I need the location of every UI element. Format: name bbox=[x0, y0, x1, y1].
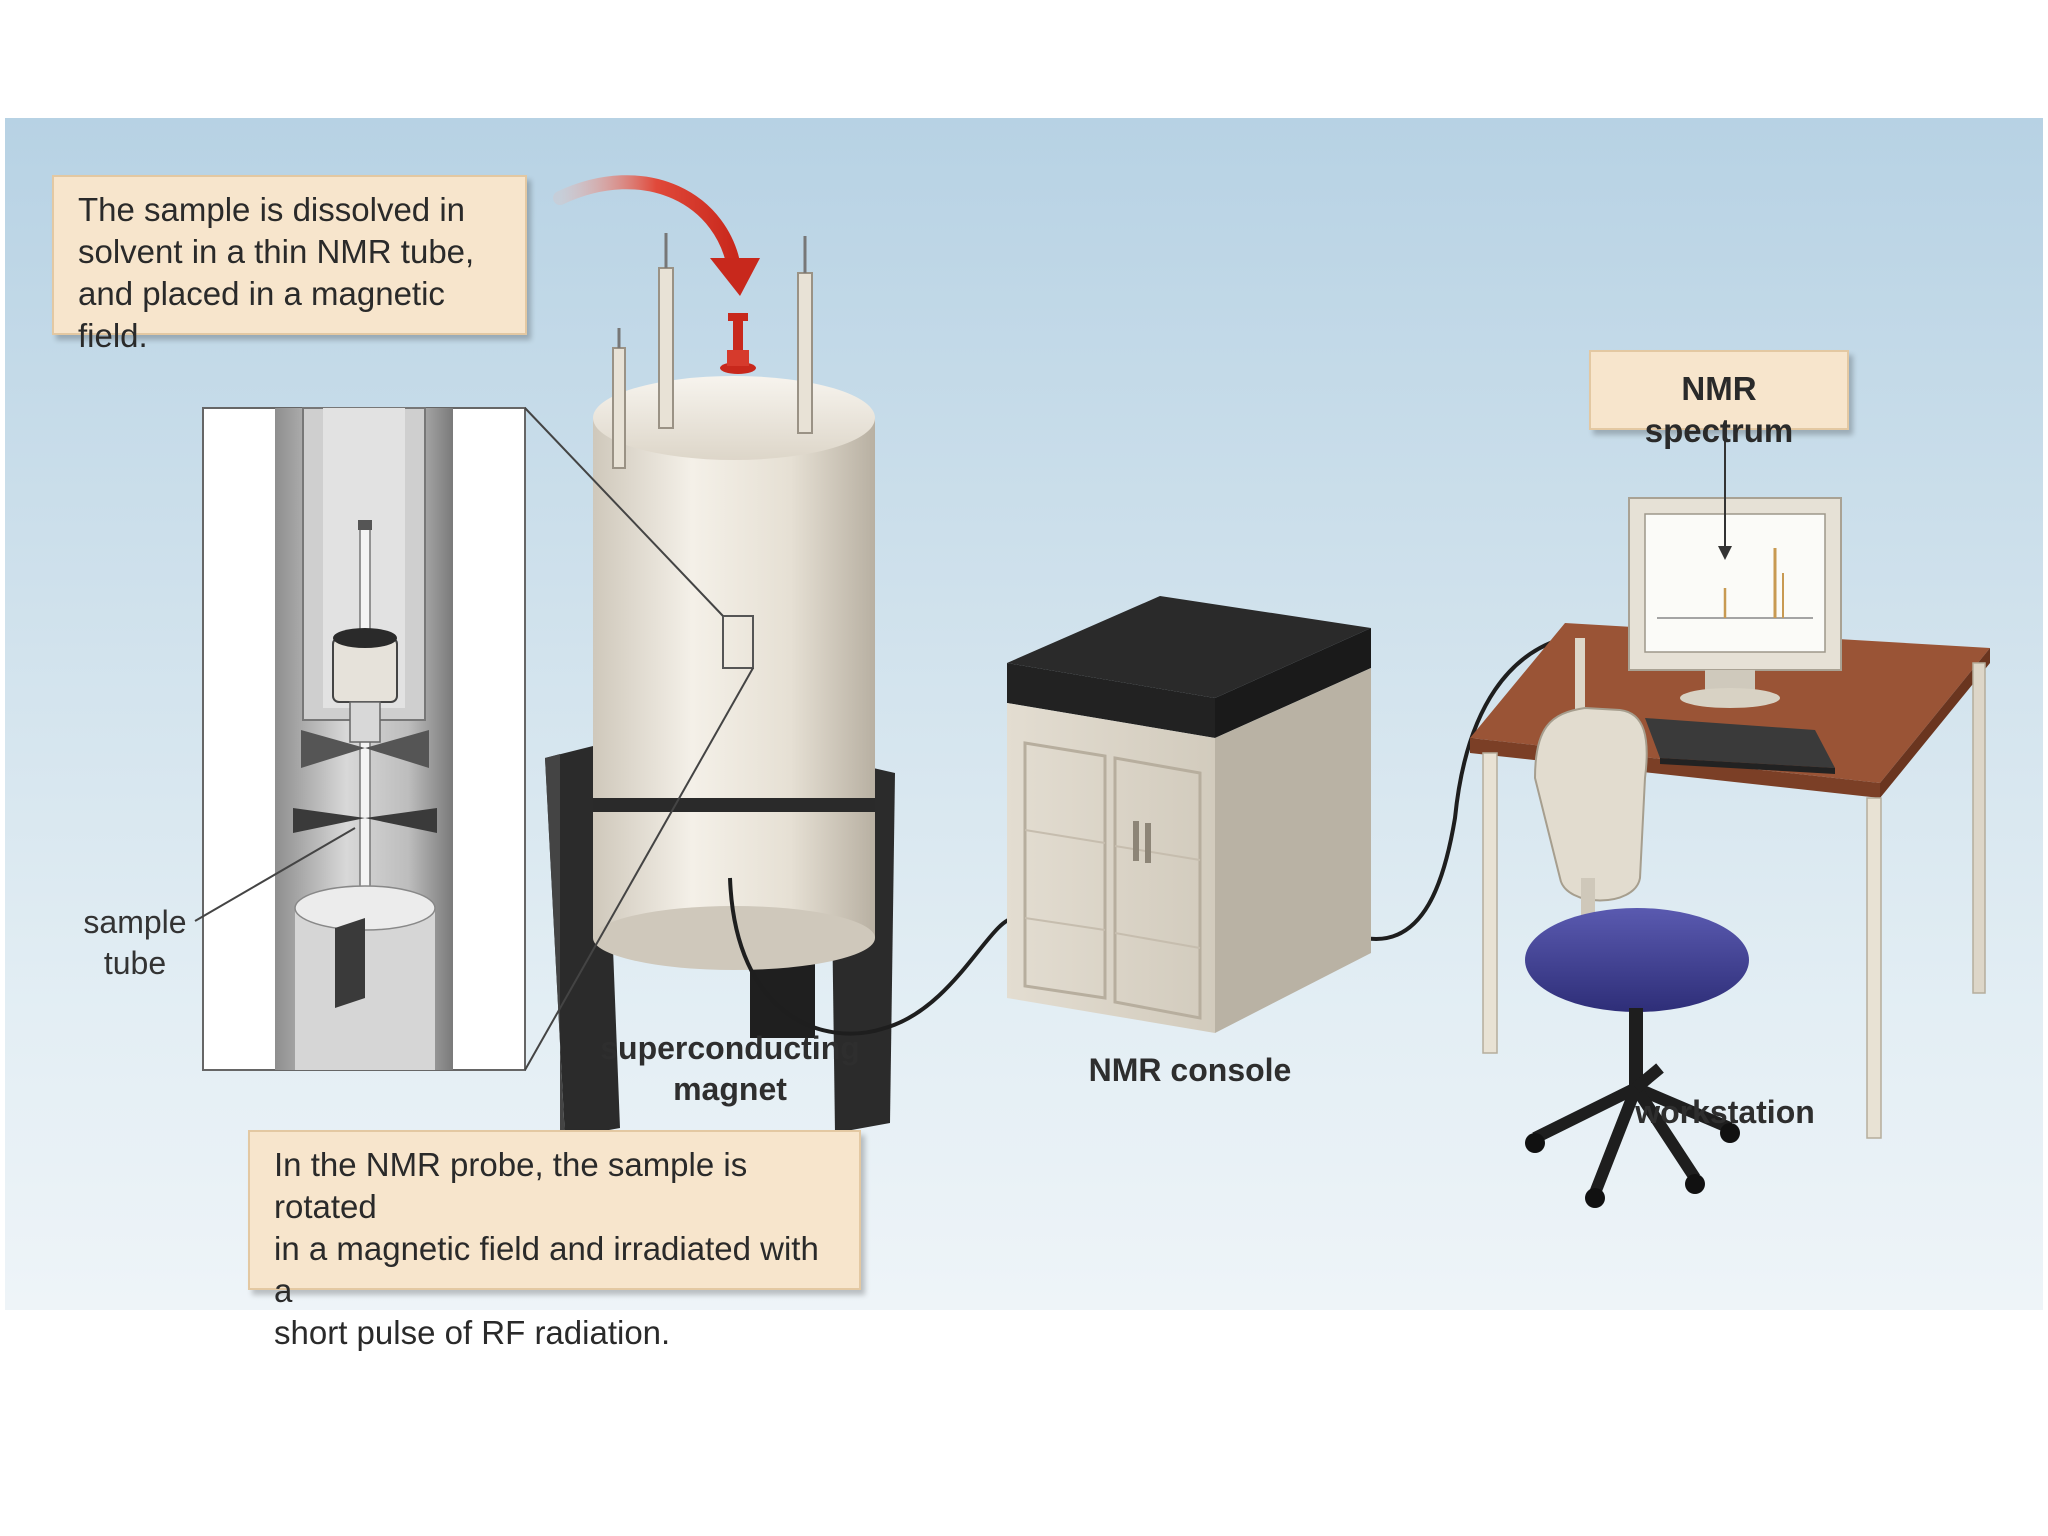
zoom-line-bottom bbox=[524, 667, 754, 1071]
nmr-setup-illustration bbox=[194, 175, 1990, 1208]
insertion-arrow bbox=[553, 175, 742, 280]
label-nmr-console: NMR console bbox=[1088, 1052, 1292, 1088]
label-sample-tube: sample tube bbox=[83, 904, 187, 981]
console-door-right bbox=[1113, 756, 1202, 1020]
desk-leg bbox=[1866, 797, 1882, 1139]
chair-backrest bbox=[1533, 706, 1648, 902]
zoom-line-top bbox=[524, 407, 724, 617]
chair-base bbox=[1532, 1082, 1639, 1144]
magnet-console-cable bbox=[728, 877, 1016, 1036]
nmr-console bbox=[1007, 596, 1371, 1033]
diagram-panel bbox=[5, 118, 2043, 1310]
probe-location-marker bbox=[722, 615, 754, 669]
callout-nmr-probe: In the NMR probe, the sample is rotated … bbox=[248, 1130, 861, 1351]
callout-sample-prep: The sample is dissolved in solvent in a … bbox=[52, 175, 527, 354]
console-side bbox=[1215, 668, 1371, 1033]
console-door-left bbox=[1023, 741, 1107, 1000]
label-superconducting-magnet: superconducting magnet bbox=[600, 1030, 860, 1107]
keyboard bbox=[1645, 718, 1835, 768]
console-handle-left bbox=[1133, 821, 1139, 861]
sample-insert bbox=[728, 313, 748, 321]
probe-inset bbox=[194, 407, 754, 1071]
desk-leg bbox=[1972, 662, 1986, 994]
console-handle-right bbox=[1145, 823, 1151, 863]
monitor-screen bbox=[1644, 513, 1826, 653]
office-chair bbox=[1525, 706, 1749, 1208]
callout-nmr-spectrum-text: NMR spectrum bbox=[1644, 370, 1794, 449]
magnet-cylinder bbox=[593, 418, 875, 938]
magnet-band bbox=[593, 798, 875, 812]
console-top bbox=[1007, 596, 1371, 698]
superconducting-magnet bbox=[545, 233, 895, 1138]
chair-seat bbox=[1525, 908, 1749, 1012]
rf-coil-right bbox=[365, 808, 437, 833]
desk-leg bbox=[1482, 752, 1498, 1054]
console-front bbox=[1007, 703, 1215, 1033]
callout-nmr-probe-text: In the NMR probe, the sample is rotated … bbox=[274, 1146, 819, 1351]
rf-coil-left bbox=[293, 808, 365, 833]
callout-nmr-spectrum: NMR spectrum bbox=[1589, 350, 1849, 449]
label-workstation: workstation bbox=[1635, 1094, 1815, 1130]
magnet-top bbox=[593, 376, 875, 460]
console-workstation-cable bbox=[1364, 631, 1596, 941]
callout-sample-prep-text: The sample is dissolved in solvent in a … bbox=[78, 191, 475, 354]
sample-tube-leader bbox=[194, 827, 356, 922]
arrow-head-icon bbox=[710, 258, 760, 296]
